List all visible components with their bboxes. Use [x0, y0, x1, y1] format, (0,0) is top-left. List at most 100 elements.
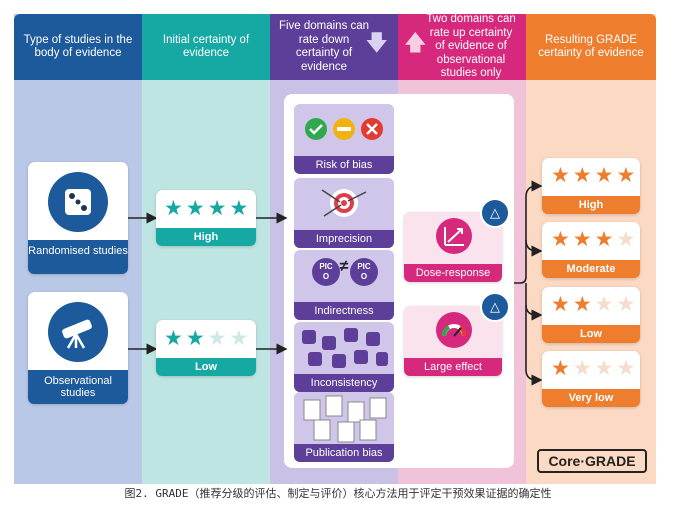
pico-right-icon: PICO	[350, 258, 378, 286]
domain-indirectness: PICO ≠ PICO Indirectness	[294, 250, 394, 320]
star-filled-icon: ★	[164, 197, 183, 220]
star-empty-icon: ★	[616, 357, 636, 380]
result-low-label: Low	[542, 325, 640, 343]
star-filled-icon: ★	[551, 293, 570, 316]
observational-text: Observational studies	[44, 375, 112, 399]
star-filled-icon: ★	[185, 327, 205, 350]
publication-bias-label: Publication bias	[294, 444, 394, 462]
result-low-text: Low	[580, 328, 602, 340]
core-grade-text: Core·GRADE	[548, 453, 636, 469]
star-empty-icon: ★	[229, 327, 249, 350]
result-low-card: ★★★★ Low	[542, 287, 640, 343]
result-high-text: High	[578, 199, 604, 211]
domain-risk-of-bias: Risk of bias	[294, 104, 394, 174]
initial-low-text: Low	[195, 361, 217, 373]
documents-icons	[303, 395, 387, 443]
core-grade-logo: Core·GRADE	[537, 449, 647, 473]
star-empty-icon: ★	[616, 293, 636, 316]
trend-graphic	[444, 227, 464, 246]
inconsistency-label: Inconsistency	[294, 374, 394, 392]
result-moderate-text: Moderate	[566, 263, 616, 275]
arrow-down-icon: 🡇	[365, 30, 388, 55]
result-high-card: ★★★★ High	[542, 158, 640, 214]
initial-high-card: ★★★★ High	[156, 190, 256, 246]
domain-inconsistency: Inconsistency	[294, 322, 394, 392]
star-filled-icon: ★	[164, 327, 183, 350]
header-up: Two domains can rate up certainty of evi…	[398, 13, 526, 80]
dice-graphic	[65, 189, 91, 215]
star-filled-icon: ★	[185, 197, 205, 220]
large-effect-text: Large effect	[424, 361, 482, 373]
pico-left-text: PICO	[319, 262, 333, 281]
dose-response-text: Dose-response	[415, 267, 491, 279]
star-filled-icon: ★	[572, 293, 592, 316]
large-effect-telescope-icon: △	[480, 292, 510, 322]
star-filled-icon: ★	[616, 164, 636, 187]
dose-response-label: Dose-response	[404, 264, 502, 282]
thumbs-icons	[302, 328, 388, 368]
observational-label: Observational studies	[28, 370, 128, 404]
star-filled-icon: ★	[572, 228, 592, 251]
randomised-text: Randomised studies	[28, 245, 128, 257]
telescope-icon	[48, 302, 108, 362]
star-filled-icon: ★	[551, 164, 570, 187]
result-high-label: High	[542, 196, 640, 214]
imprecision-label: Imprecision	[294, 230, 394, 248]
result-moderate-stars: ★★★★	[551, 229, 635, 251]
domain-dose-response: Dose-response	[404, 212, 502, 282]
gauge-graphic	[442, 324, 466, 337]
gauge-icon	[436, 312, 472, 348]
result-very-low-card: ★★★★ Very low	[542, 351, 640, 407]
header-result: Resulting GRADE certainty of evidence	[526, 14, 656, 80]
domain-publication-bias: Publication bias	[294, 392, 394, 462]
star-filled-icon: ★	[551, 357, 570, 380]
star-filled-icon: ★	[572, 164, 592, 187]
initial-low-stars: ★★★★	[164, 328, 248, 350]
star-filled-icon: ★	[594, 164, 614, 187]
arrow-up-icon: 🡅	[404, 30, 427, 55]
initial-high-stars: ★★★★	[164, 198, 248, 220]
indirectness-text: Indirectness	[314, 305, 374, 317]
pico-left-icon: PICO	[312, 258, 340, 286]
star-empty-icon: ★	[572, 357, 592, 380]
result-high-stars: ★★★★	[551, 165, 635, 187]
star-filled-icon: ★	[551, 228, 570, 251]
initial-high-text: High	[193, 231, 219, 243]
result-very-low-text: Very low	[568, 392, 614, 404]
initial-high-label: High	[156, 228, 256, 246]
dose-response-icon	[436, 218, 472, 254]
risk-text: Risk of bias	[315, 159, 373, 171]
header-type-text: Type of studies in the body of evidence	[23, 33, 133, 60]
publication-bias-text: Publication bias	[305, 447, 383, 459]
header-initial-text: Initial certainty of evidence	[162, 33, 250, 60]
col-initial-bg	[142, 14, 270, 484]
header-initial: Initial certainty of evidence	[142, 14, 270, 80]
randomised-card: Randomised studies	[28, 162, 128, 274]
header-up-text: Two domains can rate up certainty of evi…	[426, 13, 516, 80]
star-empty-icon: ★	[616, 228, 636, 251]
randomised-label: Randomised studies	[28, 240, 128, 274]
imprecision-text: Imprecision	[315, 233, 373, 245]
dice-icon	[48, 172, 108, 232]
star-filled-icon: ★	[229, 197, 249, 220]
figure-caption: 图2. GRADE（推荐分级的评估、制定与评价）核心方法用于评定干预效果证据的确…	[0, 486, 676, 502]
header-result-text: Resulting GRADE certainty of evidence	[538, 33, 644, 60]
not-equal-icon: ≠	[339, 258, 349, 275]
observational-card: Observational studies	[28, 292, 128, 404]
risk-icons	[305, 118, 383, 140]
star-filled-icon: ★	[207, 197, 227, 220]
star-empty-icon: ★	[207, 327, 227, 350]
star-empty-icon: ★	[594, 357, 614, 380]
large-effect-label: Large effect	[404, 358, 502, 376]
initial-low-label: Low	[156, 358, 256, 376]
target-icon	[321, 189, 367, 217]
figure-caption-text: 图2. GRADE（推荐分级的评估、制定与评价）核心方法用于评定干预效果证据的确…	[124, 487, 552, 500]
star-filled-icon: ★	[594, 228, 614, 251]
indirectness-label: Indirectness	[294, 302, 394, 320]
header-down: Five domains can rate down certainty of …	[270, 14, 398, 80]
star-empty-icon: ★	[594, 293, 614, 316]
dose-response-telescope-icon: △	[480, 198, 510, 228]
result-moderate-card: ★★★★ Moderate	[542, 222, 640, 278]
telescope-graphic	[62, 319, 92, 349]
